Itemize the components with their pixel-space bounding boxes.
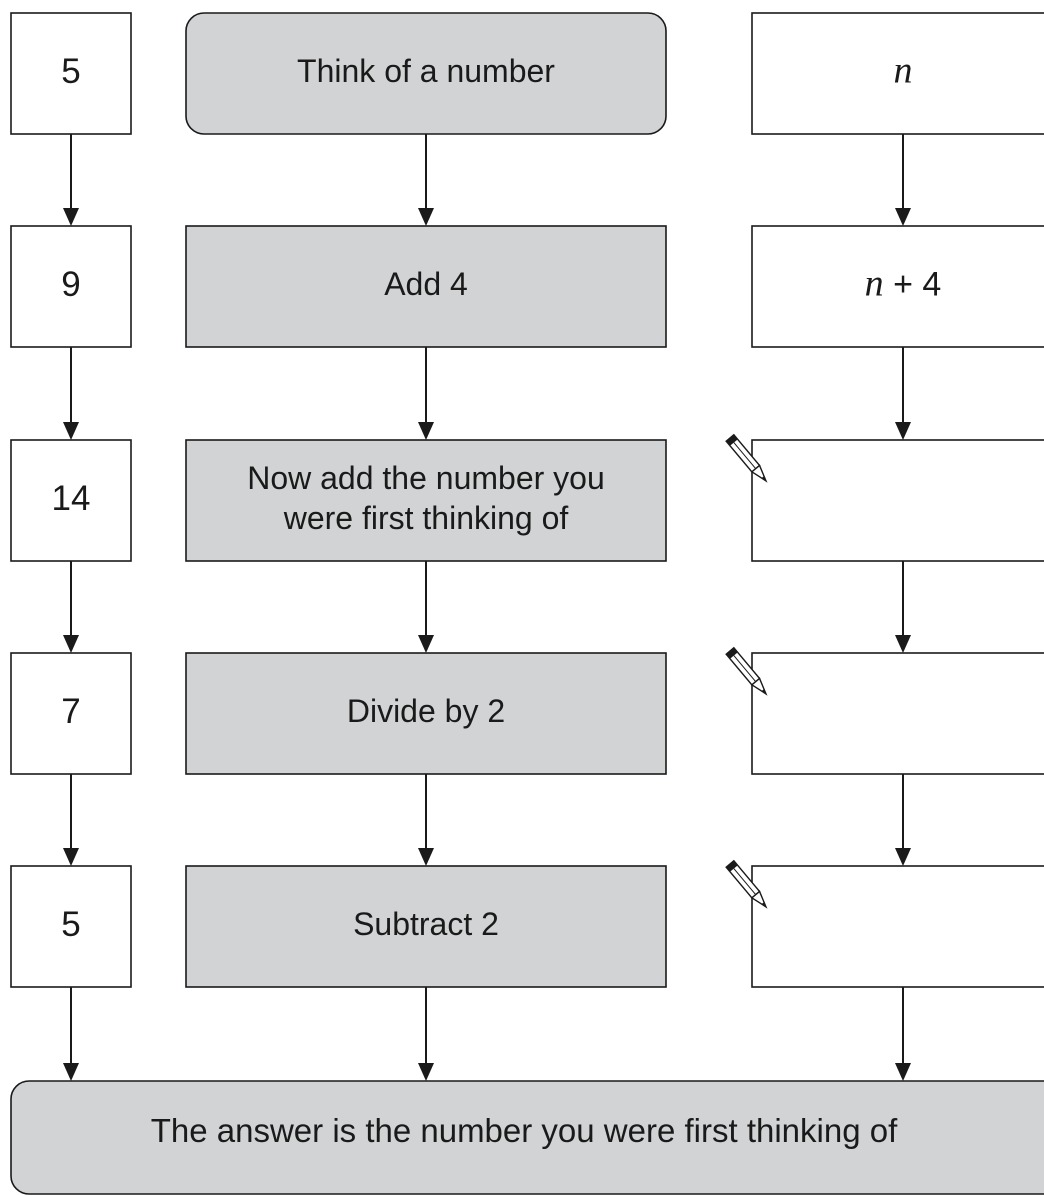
algebra-box [751, 225, 1044, 348]
arrow-down-icon [895, 561, 911, 653]
final-answer-label: The answer is the number you were first … [151, 1112, 898, 1149]
algebra-expression: n + 4 [865, 262, 942, 304]
flowchart-boxes: 5 Think of a number n 9 Add 4 n + 4 14 Now add … [10, 12, 1044, 988]
algebra-answer-box[interactable] [751, 652, 1044, 775]
arrow-down-icon [895, 987, 911, 1081]
arrow-down-icon [895, 774, 911, 866]
arrow-down-icon [418, 561, 434, 653]
step-box [185, 865, 667, 988]
arrow-down-icon [63, 774, 79, 866]
arrow-down-icon [895, 347, 911, 440]
arrow-down-icon [63, 347, 79, 440]
algebra-expression: n [894, 49, 913, 91]
pencil-icon [725, 646, 768, 696]
number-box [10, 225, 132, 348]
flowchart-arrows [63, 134, 911, 1081]
number-label: 14 [52, 479, 91, 518]
arrow-down-icon [895, 134, 911, 226]
step-box [185, 225, 667, 348]
number-label: 9 [61, 265, 80, 304]
number-label: 5 [61, 905, 80, 944]
algebra-answer-box[interactable] [751, 865, 1044, 988]
number-box [10, 12, 132, 135]
pencil-icon [725, 859, 768, 909]
algebra-variable: n [865, 262, 884, 304]
step-label: Add 4 [384, 266, 468, 302]
step-box [185, 652, 667, 775]
step-label: Divide by 2 [347, 693, 505, 729]
number-label: 5 [61, 52, 80, 91]
arrow-down-icon [418, 347, 434, 440]
arrow-down-icon [63, 134, 79, 226]
algebra-variable: n [894, 49, 913, 91]
arrow-down-icon [418, 987, 434, 1081]
final-answer-box: The answer is the number you were first … [10, 1080, 1044, 1195]
algebra-operation: + 4 [884, 265, 942, 303]
step-box [185, 439, 667, 562]
algebra-box [751, 12, 1044, 135]
arrow-down-icon [418, 134, 434, 226]
final-answer-rect [10, 1080, 1044, 1195]
number-box [10, 439, 132, 562]
algebra-answer-box[interactable] [751, 439, 1044, 562]
step-label: Now add the number you [247, 460, 605, 496]
arrow-down-icon [63, 987, 79, 1081]
number-box [10, 652, 132, 775]
step-label: Subtract 2 [353, 906, 499, 942]
arrow-down-icon [63, 561, 79, 653]
number-label: 7 [61, 692, 80, 731]
arrow-down-icon [418, 774, 434, 866]
pencil-icon [725, 433, 768, 483]
step-label: were first thinking of [283, 500, 569, 536]
step-label: Think of a number [297, 53, 555, 89]
